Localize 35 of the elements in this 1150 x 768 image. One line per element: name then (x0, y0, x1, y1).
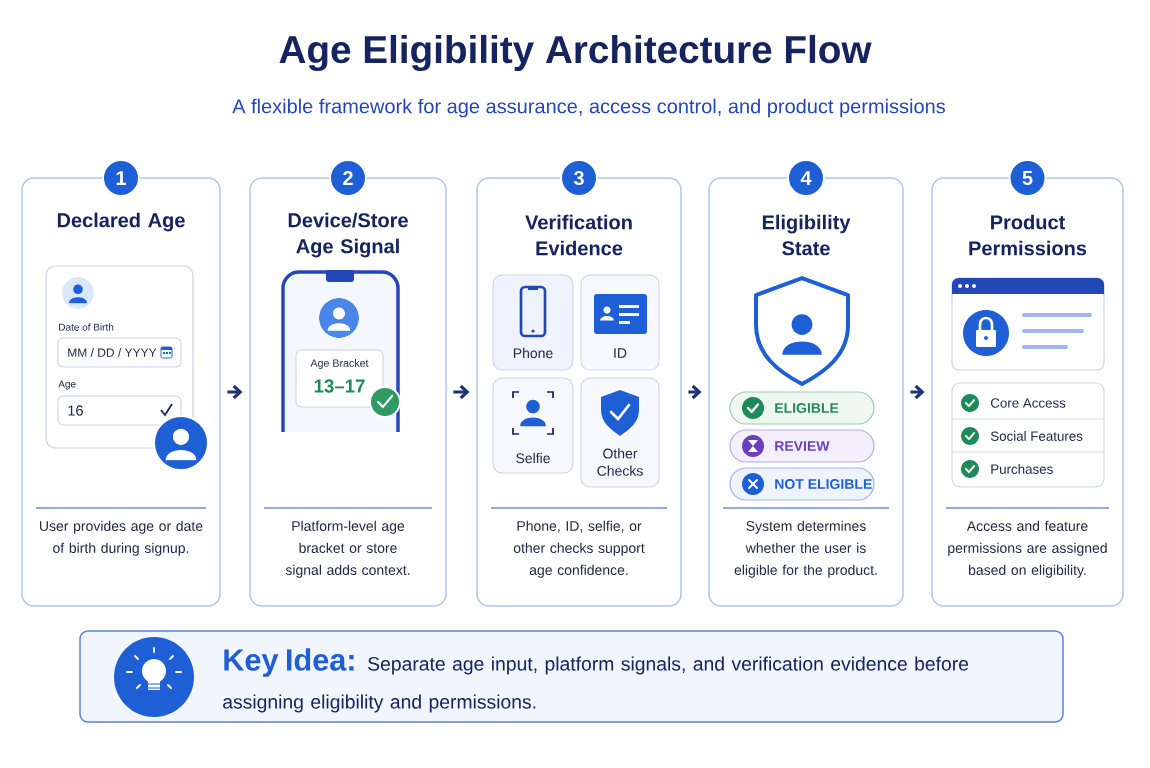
status-pill: ELIGIBLE (729, 391, 875, 425)
field-label: Age (58, 380, 76, 390)
card-description: User provides age or date of birth during signup. (40, 520, 203, 556)
permission-item: Core Access (990, 398, 1066, 408)
evidence-tile: Other Checks (580, 377, 660, 488)
arrow (453, 384, 470, 400)
card-description: Platform-level age bracket or store signal adds context. (285, 520, 410, 578)
age-bracket-panel: Age Bracket 13–17 (295, 349, 384, 408)
evidence-tile: Phone (492, 274, 574, 371)
key-idea-text: Key Idea: Separate age input, platform signals, and verification evidence before assigning eligibility and permissions. (223, 648, 969, 713)
status-pill: NOT ELIGIBLE (729, 467, 875, 501)
input-field: MM / DD / YYYY (57, 337, 182, 368)
input-field: 16 (57, 395, 182, 426)
step-badge: 2 (329, 159, 367, 197)
step-badge: 4 (787, 159, 825, 197)
card-title: Device/Store Age Signal (288, 212, 408, 258)
card-title: Verification Evidence (525, 214, 632, 256)
evidence-tile: Selfie (492, 377, 574, 474)
card-description: System determines whether the user is eligible for the product. (734, 520, 877, 578)
card-title: Product Permissions (969, 214, 1087, 256)
step-badge: 5 (1008, 159, 1047, 197)
card-description: Access and feature permissions are assigned based on eligibility. (948, 520, 1107, 578)
card-description: Phone, ID, selfie, or other checks support age confidence. (513, 520, 645, 578)
card-title: Eligibility State (762, 214, 851, 256)
permission-item: Social Features (990, 431, 1083, 441)
title: Age Eligibility Architecture Flow (279, 34, 872, 72)
step-badge: 3 (560, 159, 598, 197)
status-pill: REVIEW (729, 429, 875, 463)
key-idea-panel (79, 630, 1064, 723)
permission-item: Purchases (991, 464, 1053, 474)
evidence-tile: ID (580, 274, 660, 371)
step-badge: 1 (102, 159, 140, 197)
field-label: Date of Birth (59, 323, 114, 331)
subtitle: A flexible framework for age assurance, access control, and product permissions (232, 98, 945, 118)
card-title: Declared Age (57, 212, 185, 232)
